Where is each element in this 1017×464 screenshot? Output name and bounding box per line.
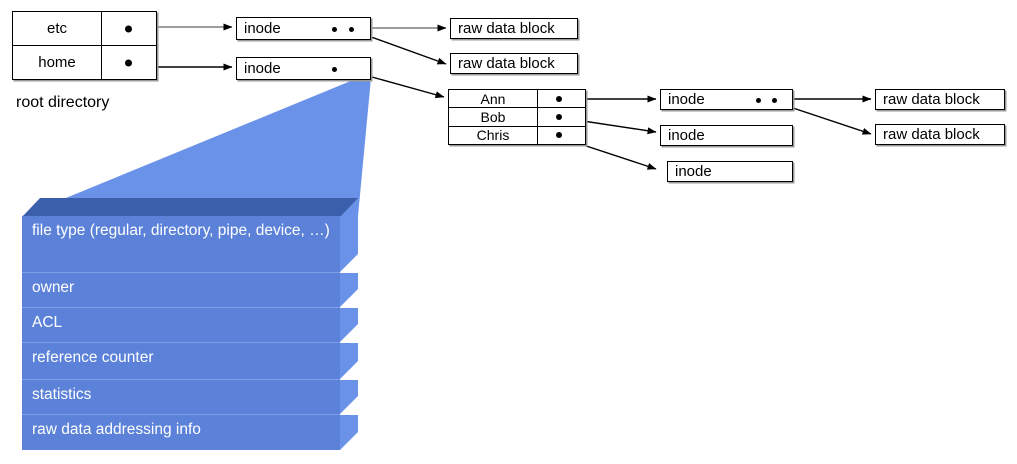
root-directory-caption: root directory	[16, 94, 110, 111]
inode-detail-top-face	[22, 198, 358, 217]
home-directory-table: Ann Bob Chris	[448, 89, 586, 145]
inode-field-label: file type (regular, directory, pipe, dev…	[32, 222, 330, 239]
table-row: home	[13, 45, 156, 79]
raw-data-block-2: raw data block	[450, 53, 578, 74]
pointer-dot-icon	[556, 132, 562, 139]
raw-data-block-4: raw data block	[875, 124, 1005, 145]
pointer-dot-icon	[125, 25, 132, 32]
inode-detail-front-face: file type (regular, directory, pipe, dev…	[22, 216, 340, 450]
inode-pointer-dot-icon	[332, 27, 337, 32]
inode-pointer-dot-icon	[756, 98, 761, 103]
table-row: Chris	[449, 125, 585, 144]
table-row: Ann	[449, 90, 585, 108]
pointer-dot-icon	[556, 113, 562, 120]
inode-field-label: owner	[32, 279, 75, 296]
inode-detail-block: file type (regular, directory, pipe, dev…	[22, 198, 358, 450]
inode-pointer-dot-icon	[349, 27, 354, 32]
inode-field-raw-data-addressing-info: raw data addressing info	[22, 414, 340, 450]
inode-field-label: statistics	[32, 386, 92, 403]
inode-label: inode	[244, 60, 281, 77]
inode-field-acl: ACL	[22, 307, 340, 342]
slab-side-face	[340, 273, 358, 307]
inode-pointer-dot-icon	[772, 98, 777, 103]
inode-field-owner: owner	[22, 272, 340, 307]
inode-field-label: raw data addressing info	[32, 421, 201, 438]
inode-pointer-dot-icon	[332, 67, 337, 72]
root-entry-pointer-0	[102, 12, 156, 45]
raw-data-block-label: raw data block	[458, 55, 555, 72]
home-entry-pointer-0	[538, 90, 585, 107]
table-row: Bob	[449, 107, 585, 126]
pointer-dot-icon	[125, 59, 132, 66]
home-entry-name-0: Ann	[449, 90, 538, 108]
inode-box-bob: inode	[660, 125, 793, 146]
pointer-dot-icon	[556, 95, 562, 102]
root-entry-name-0: etc	[13, 12, 102, 45]
root-entry-pointer-1	[102, 46, 156, 79]
slab-side-face	[340, 343, 358, 379]
inode-box-chris: inode	[667, 161, 793, 182]
raw-data-block-label: raw data block	[883, 126, 980, 143]
inode-box-etc: inode	[236, 17, 371, 40]
root-entry-name-1: home	[13, 46, 102, 79]
inode-label: inode	[668, 91, 705, 108]
home-entry-pointer-1	[538, 108, 585, 125]
inode-box-ann: inode	[660, 89, 793, 110]
inode-label: inode	[675, 163, 712, 180]
inode-label: inode	[244, 20, 281, 37]
home-entry-pointer-2	[538, 127, 585, 144]
inode-label: inode	[668, 127, 705, 144]
raw-data-block-label: raw data block	[883, 91, 980, 108]
inode-field-label: ACL	[32, 314, 63, 331]
slab-side-face	[340, 216, 358, 272]
raw-data-block-3: raw data block	[875, 89, 1005, 110]
root-directory-table: etc home	[12, 11, 157, 80]
slab-side-face	[340, 380, 358, 414]
slab-side-face	[340, 415, 358, 450]
inode-field-statistics: statistics	[22, 379, 340, 414]
inode-field-reference-counter: reference counter	[22, 342, 340, 379]
raw-data-block-1: raw data block	[450, 18, 578, 39]
raw-data-block-label: raw data block	[458, 20, 555, 37]
inode-field-label: reference counter	[32, 349, 154, 366]
slab-side-face	[340, 308, 358, 342]
inode-field-file-type: file type (regular, directory, pipe, dev…	[22, 216, 340, 272]
inode-box-home: inode	[236, 57, 371, 80]
table-row: etc	[13, 12, 156, 45]
home-entry-name-1: Bob	[449, 108, 538, 126]
home-entry-name-2: Chris	[449, 126, 538, 144]
